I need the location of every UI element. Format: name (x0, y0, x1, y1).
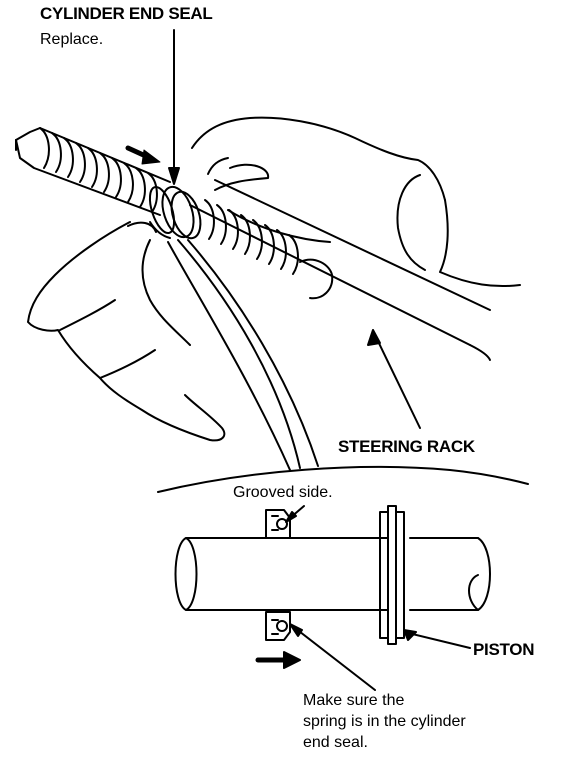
spring-note-line-1: Make sure the (303, 692, 405, 709)
cylinder-end-seal-title: CYLINDER END SEAL (40, 4, 213, 23)
detail-shaft (174, 537, 491, 611)
left-hand (27, 221, 226, 442)
replace-note: Replace. (40, 31, 104, 48)
rack-body (189, 179, 491, 361)
steering-rack-label: STEERING RACK (338, 437, 475, 456)
detail-callouts (255, 505, 376, 691)
grooved-side-label: Grooved side. (233, 484, 333, 501)
detail-piston (379, 505, 471, 649)
threaded-shaft (15, 127, 299, 275)
section-arc (157, 465, 529, 493)
spring-note-line-3: end seal. (303, 734, 368, 751)
piston-label: PISTON (473, 640, 535, 659)
cylinder-end-seal-shape (148, 185, 202, 240)
spring-note: Make sure the spring is in the cylinder … (303, 690, 466, 753)
spring-note-line-2: spring is in the cylinder (303, 713, 466, 730)
right-hand (191, 116, 521, 288)
detail-seals (265, 509, 291, 641)
upper-callouts (125, 29, 421, 471)
